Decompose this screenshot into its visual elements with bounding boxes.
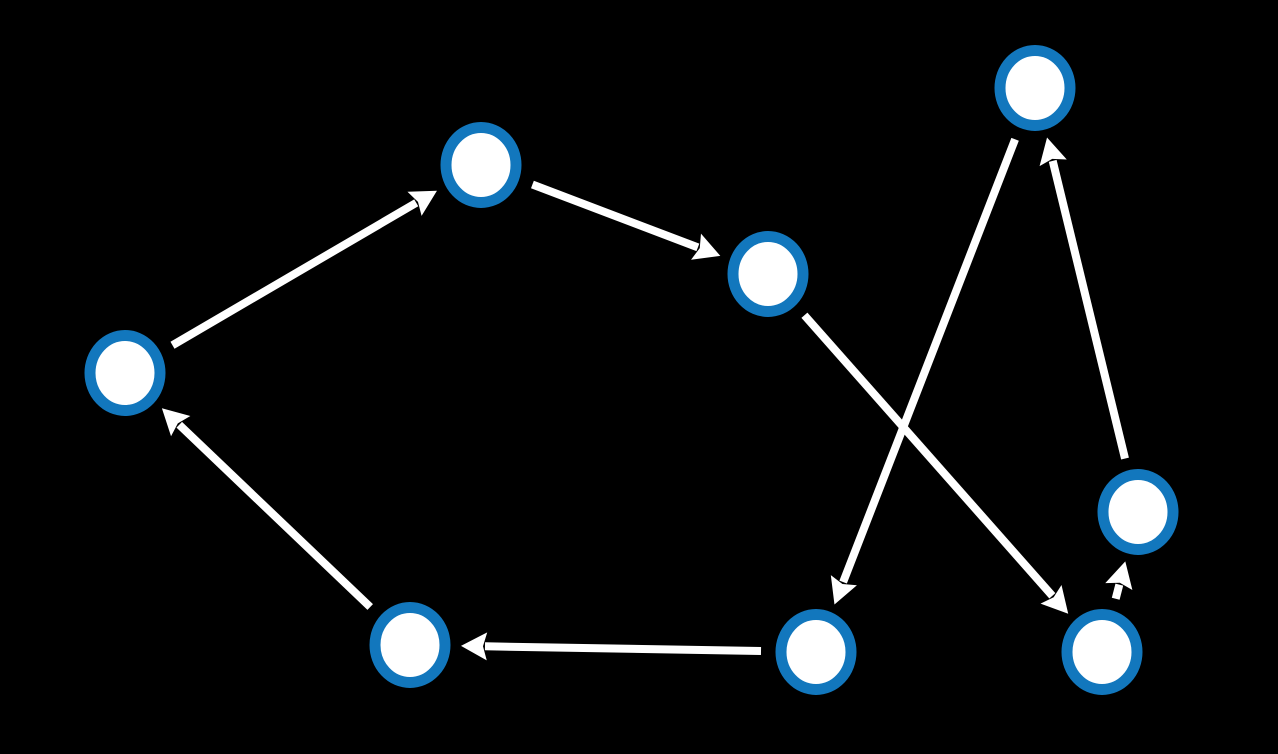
edge-arrowhead bbox=[830, 575, 857, 605]
edge-top-right-to-bottom-middle bbox=[830, 137, 1019, 605]
edge-bottom-right-to-right bbox=[1105, 561, 1133, 600]
edge-left-to-top-middle bbox=[170, 190, 437, 349]
edge-shaft bbox=[170, 199, 419, 349]
edge-shaft bbox=[176, 421, 373, 610]
graph-node-middle bbox=[727, 231, 809, 317]
edge-arrowhead bbox=[1105, 561, 1133, 591]
graph-node-bottom-left bbox=[369, 602, 451, 688]
graph-node-bottom-middle bbox=[775, 609, 857, 695]
edge-arrowhead bbox=[1040, 585, 1069, 614]
edge-arrowhead bbox=[161, 408, 191, 437]
edge-arrowhead bbox=[691, 233, 721, 260]
edge-right-to-top-right bbox=[1039, 137, 1129, 460]
edge-arrowhead bbox=[460, 632, 488, 661]
graph-node-left bbox=[84, 330, 166, 416]
graph-node-bottom-right bbox=[1061, 609, 1143, 695]
graph-node-top-middle bbox=[440, 122, 522, 208]
edge-shaft bbox=[839, 137, 1019, 584]
edge-arrowhead bbox=[1039, 137, 1067, 167]
graph-node-top-right bbox=[994, 45, 1076, 131]
edge-arrowhead bbox=[407, 190, 437, 216]
edge-bottom-left-to-left bbox=[161, 408, 373, 610]
edge-bottom-middle-to-bottom-left bbox=[460, 632, 762, 661]
edge-top-middle-to-middle bbox=[530, 180, 721, 260]
edge-shaft bbox=[484, 642, 762, 656]
edge-shaft bbox=[1048, 159, 1129, 460]
graph-node-right bbox=[1097, 469, 1179, 555]
edge-shaft bbox=[801, 312, 1056, 599]
edge-middle-to-bottom-right bbox=[801, 312, 1069, 614]
edge-shaft bbox=[1111, 583, 1124, 600]
edge-shaft bbox=[530, 180, 700, 252]
